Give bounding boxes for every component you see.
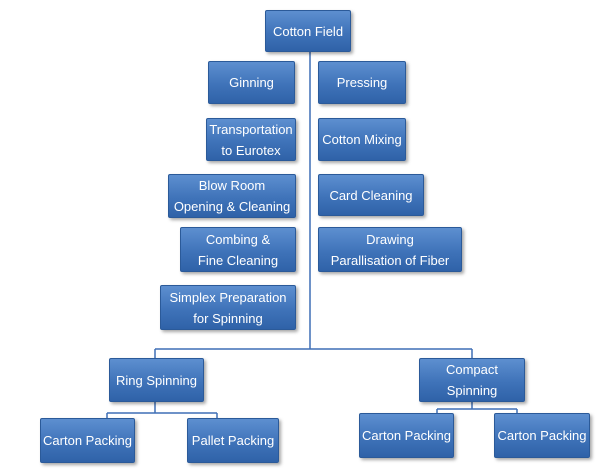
node-label-line-2: Parallisation of Fiber bbox=[330, 252, 450, 268]
node-label-line-1: Combing & bbox=[205, 231, 271, 247]
node-label-line-2: Opening & Cleaning bbox=[173, 199, 291, 214]
node-label-line-2: Fine Cleaning bbox=[197, 252, 279, 268]
node-combing: Combing & Fine Cleaning bbox=[180, 227, 296, 272]
node-ring-spinning: Ring Spinning bbox=[109, 358, 204, 402]
node-compact-carton-packing-2: Carton Packing bbox=[494, 413, 590, 458]
node-ring-pallet-packing: Pallet Packing bbox=[187, 418, 279, 463]
node-label-line-2: for Spinning bbox=[193, 310, 263, 326]
node-label-line-1: Transportation bbox=[209, 121, 293, 137]
node-label-line-1: Simplex Preparation bbox=[169, 289, 287, 305]
node-label-line-1: Compact bbox=[445, 362, 499, 377]
node-label: Carton Packing bbox=[497, 428, 587, 443]
node-label-line-2: to Eurotex bbox=[221, 142, 281, 158]
node-label: Card Cleaning bbox=[329, 187, 413, 203]
node-label-line-2: Spinning bbox=[446, 383, 498, 398]
node-compact-spinning: Compact Spinning bbox=[419, 358, 525, 402]
node-card-cleaning: Card Cleaning bbox=[318, 174, 424, 216]
node-cotton-field: Cotton Field bbox=[265, 10, 351, 52]
node-simplex: Simplex Preparation for Spinning bbox=[160, 285, 296, 330]
node-label: Carton Packing bbox=[43, 433, 132, 448]
node-label: Pallet Packing bbox=[191, 433, 275, 448]
node-drawing: Drawing Parallisation of Fiber bbox=[318, 227, 462, 272]
node-ring-carton-packing: Carton Packing bbox=[40, 418, 135, 463]
node-blow-room: Blow Room Opening & Cleaning bbox=[168, 174, 296, 218]
node-label: Cotton Mixing bbox=[322, 132, 402, 147]
node-label: Pressing bbox=[336, 75, 388, 90]
node-cotton-mixing: Cotton Mixing bbox=[318, 118, 406, 161]
node-compact-carton-packing-1: Carton Packing bbox=[359, 413, 454, 458]
node-label: Carton Packing bbox=[362, 428, 451, 443]
node-label: Ring Spinning bbox=[116, 372, 197, 388]
node-label-line-1: Drawing bbox=[366, 231, 414, 247]
node-label: Cotton Field bbox=[272, 23, 344, 39]
node-label-line-1: Blow Room bbox=[198, 178, 266, 193]
node-pressing: Pressing bbox=[318, 61, 406, 104]
node-transportation: Transportation to Eurotex bbox=[206, 118, 296, 161]
node-label: Ginning bbox=[229, 75, 274, 90]
node-ginning: Ginning bbox=[208, 61, 295, 104]
